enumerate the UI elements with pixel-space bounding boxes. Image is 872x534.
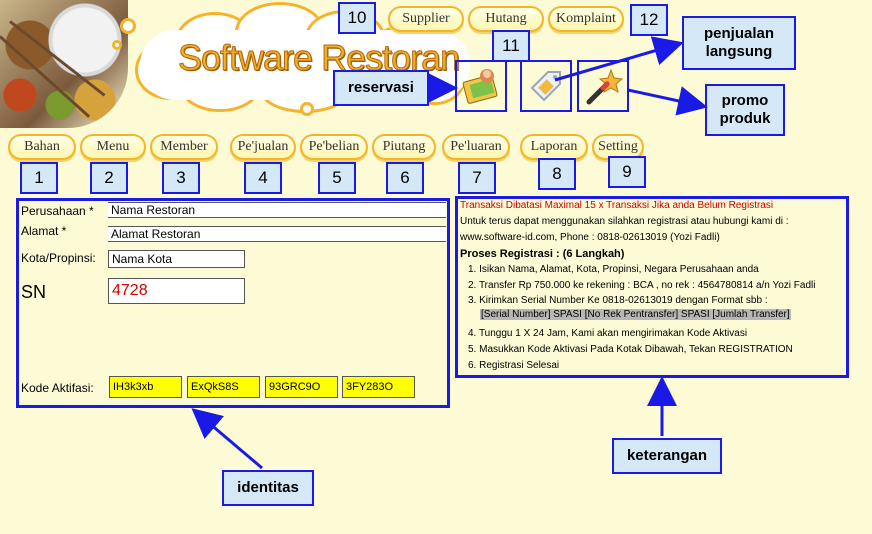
promo-produk-button[interactable]	[577, 60, 629, 112]
sn-input[interactable]	[108, 278, 245, 304]
annotation-number: 12	[630, 4, 668, 36]
annotation-number: 11	[492, 30, 530, 62]
kode-aktifasi-label: Kode Aktifasi:	[21, 381, 94, 395]
nav-pengeluaran-button[interactable]: Pe'luaran	[442, 134, 510, 160]
penjualan-langsung-button[interactable]	[520, 60, 572, 112]
annotation-number: 3	[162, 162, 200, 194]
nav-supplier-button[interactable]: Supplier	[388, 6, 464, 32]
nav-bahan-button[interactable]: Bahan	[8, 134, 76, 160]
perusahaan-input[interactable]	[108, 202, 446, 218]
step-item: 3. Kirimkan Serial Number Ke 0818-026130…	[468, 295, 768, 306]
annotation-number: 10	[338, 2, 376, 34]
step-item: 5. Masukkan Kode Aktivasi Pada Kotak Dib…	[468, 344, 793, 355]
reservation-icon	[462, 69, 498, 104]
annotation-identitas: identitas	[222, 470, 314, 506]
food-photo	[0, 0, 128, 128]
kode-aktifasi-input-2[interactable]	[187, 376, 260, 398]
warning-text: Transaksi Dibatasi Maximal 15 x Transaks…	[460, 200, 774, 211]
nav-hutang-button[interactable]: Hutang	[468, 6, 544, 32]
annotation-text: langsung	[705, 43, 773, 60]
annotation-text: promo	[721, 92, 769, 109]
annotation-number: 1	[20, 162, 58, 194]
step-item: 6. Registrasi Selesai	[468, 360, 560, 371]
step-item: 2. Transfer Rp 750.000 ke rekening : BCA…	[468, 280, 816, 291]
alamat-input[interactable]	[108, 226, 446, 242]
nav-komplaint-button[interactable]: Komplaint	[548, 6, 624, 32]
annotation-number: 4	[244, 162, 282, 194]
nav-penjualan-button[interactable]: Pe'jualan	[230, 134, 296, 160]
identitas-panel	[16, 198, 450, 408]
info-text: Untuk terus dapat menggunakan silahkan r…	[460, 216, 789, 227]
kode-aktifasi-input-4[interactable]	[342, 376, 415, 398]
kode-aktifasi-input-1[interactable]	[109, 376, 182, 398]
annotation-promo-produk: promo produk	[705, 84, 785, 136]
nav-pembelian-button[interactable]: Pe'belian	[300, 134, 368, 160]
nav-laporan-button[interactable]: Laporan	[520, 134, 588, 160]
sn-label: SN	[21, 282, 47, 302]
annotation-number: 6	[386, 162, 424, 194]
annotation-number: 7	[458, 162, 496, 194]
annotation-number: 9	[608, 156, 646, 188]
kota-input[interactable]	[108, 250, 245, 268]
annotation-penjualan-langsung: penjualan langsung	[682, 16, 796, 70]
price-tag-icon	[530, 71, 561, 102]
magic-wand-icon	[586, 68, 624, 105]
annotation-number: 5	[318, 162, 356, 194]
reservasi-button[interactable]	[455, 60, 507, 112]
alamat-label: Alamat *	[21, 224, 67, 238]
annotation-number: 2	[90, 162, 128, 194]
step-item: 4. Tunggu 1 X 24 Jam, Kami akan mengirim…	[468, 328, 748, 339]
nav-menu-button[interactable]: Menu	[80, 134, 146, 160]
annotation-reservasi: reservasi	[333, 70, 429, 106]
perusahaan-label: Perusahaan *	[21, 204, 94, 218]
nav-setting-button[interactable]: Setting	[592, 134, 644, 160]
annotation-text: penjualan	[703, 25, 774, 42]
annotation-keterangan: keterangan	[612, 438, 722, 474]
nav-piutang-button[interactable]: Piutang	[372, 134, 436, 160]
format-text: [Serial Number] SPASI [No Rek Pentransfe…	[480, 309, 791, 320]
kota-label: Kota/Propinsi:	[21, 251, 96, 265]
info-text: www.software-id.com, Phone : 0818-026130…	[460, 232, 720, 243]
step-item: 1. Isikan Nama, Alamat, Kota, Propinsi, …	[468, 264, 759, 275]
annotation-text: produk	[719, 110, 771, 127]
nav-member-button[interactable]: Member	[150, 134, 218, 160]
kode-aktifasi-input-3[interactable]	[265, 376, 338, 398]
annotation-number: 8	[538, 158, 576, 190]
registration-heading: Proses Registrasi : (6 Langkah)	[460, 248, 625, 260]
